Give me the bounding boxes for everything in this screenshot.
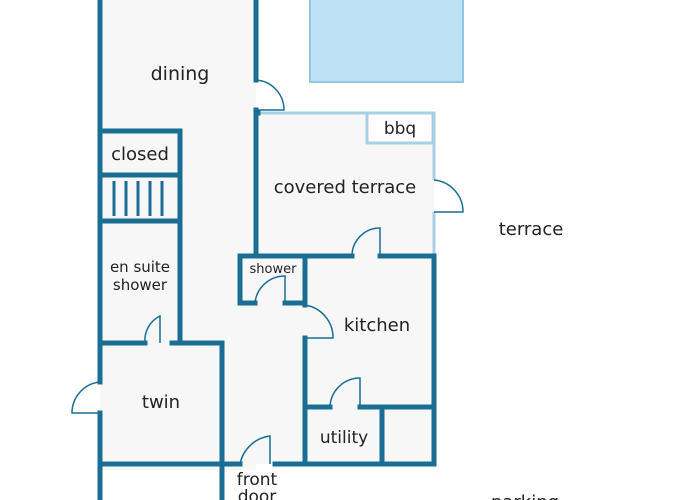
label-twin: twin [142, 392, 180, 413]
dining-door [255, 79, 285, 111]
label-en-suite-shower: shower [113, 276, 168, 294]
label-door: door [238, 487, 277, 500]
shower-door [254, 275, 286, 304]
label-dining: dining [151, 63, 210, 85]
doors [71, 79, 464, 465]
label-closed: closed [111, 144, 169, 165]
label-parking: parking [491, 492, 559, 500]
label-kitchen: kitchen [344, 315, 410, 336]
label-shower: shower [250, 262, 298, 277]
utility-door [329, 377, 361, 408]
kitchen-door [304, 304, 334, 339]
label-terrace: terrace [499, 219, 564, 240]
covered-terrace-door [351, 227, 381, 257]
en-suite-door [144, 314, 161, 344]
walls [97, 0, 437, 500]
label-front: front [237, 470, 278, 490]
covered-terrace-outline [256, 111, 436, 256]
stairs [112, 181, 164, 216]
twin-door [71, 381, 101, 414]
front-door [239, 435, 271, 465]
label-bbq: bbq [384, 119, 416, 139]
label-en-suite: en suite [110, 258, 170, 276]
label-utility: utility [320, 428, 368, 448]
label-covered-terrace: covered terrace [274, 177, 416, 198]
pool [309, 0, 464, 83]
terrace-door [433, 179, 464, 213]
